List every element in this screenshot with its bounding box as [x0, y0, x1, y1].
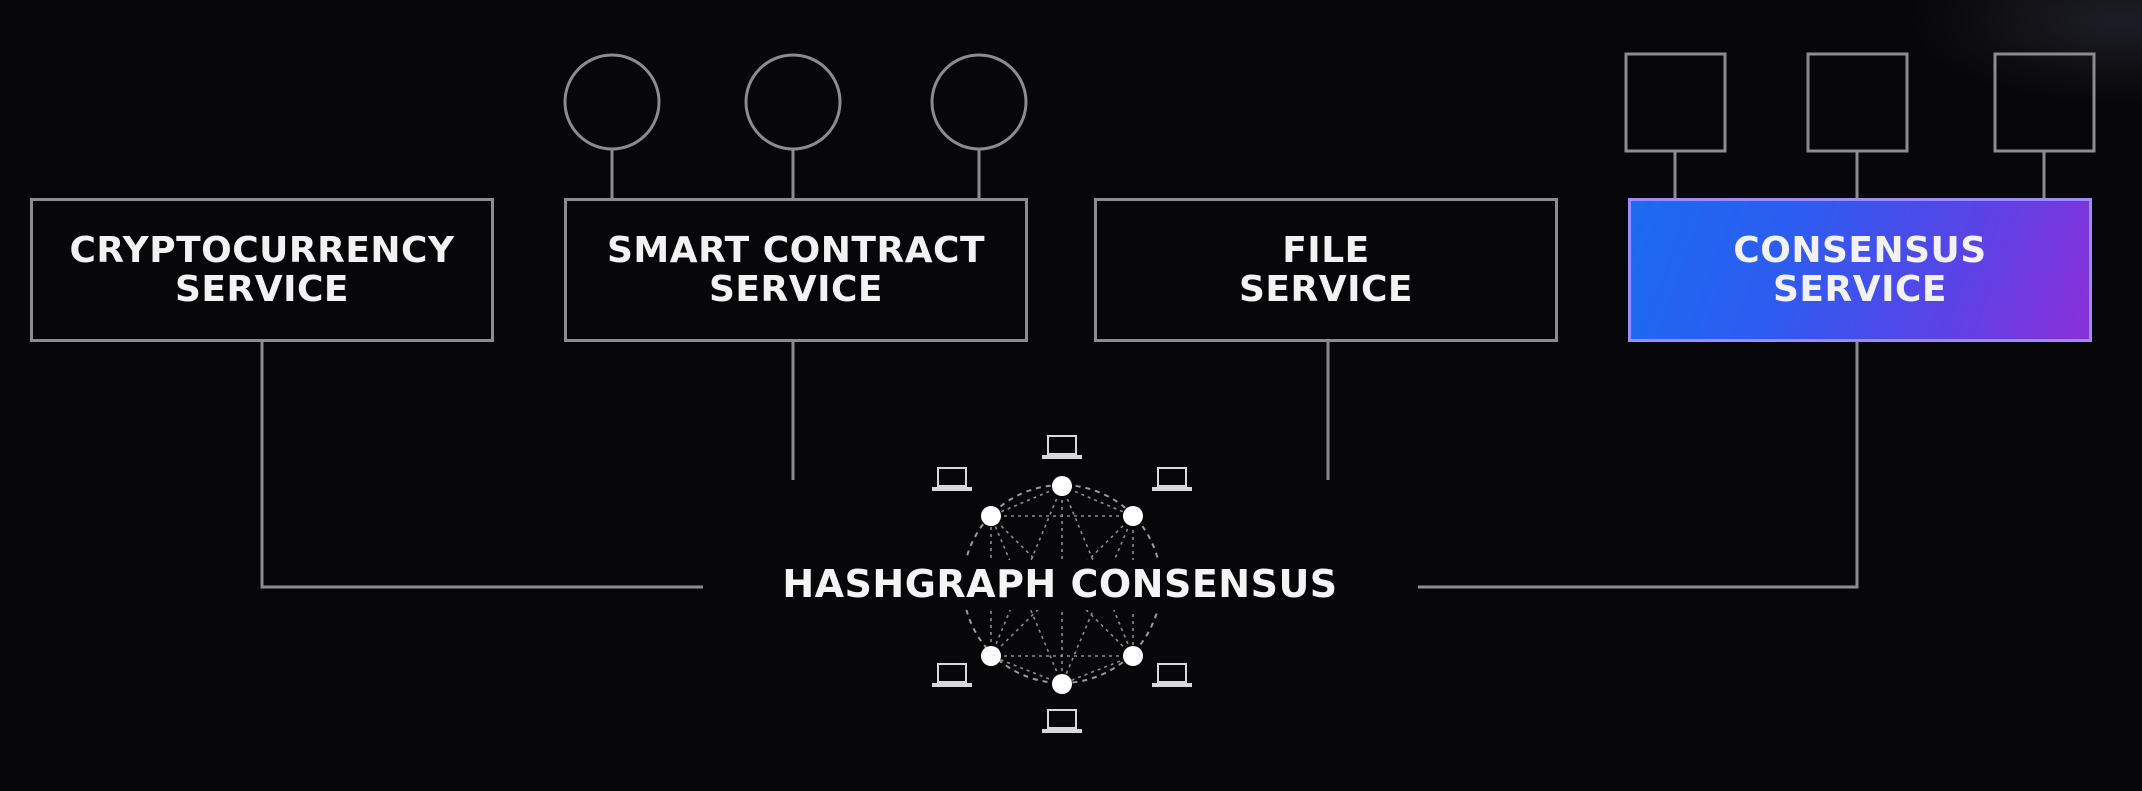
- laptop-icon: [932, 663, 972, 687]
- smart-contract-circle-attachments: [563, 53, 1028, 198]
- square-node: [1806, 52, 1909, 153]
- consensus-service-box: CONSENSUS SERVICE: [1628, 198, 2092, 342]
- smart-contract-service-label: SMART CONTRACT SERVICE: [606, 230, 986, 310]
- network-link: [990, 485, 1063, 517]
- laptop-icon: [1152, 663, 1192, 687]
- network-link: [1061, 655, 1134, 685]
- network-node: [1123, 646, 1143, 666]
- network-node: [981, 506, 1001, 526]
- file-service-label: FILE SERVICE: [1238, 230, 1413, 310]
- connector-consensus: [1418, 342, 1859, 589]
- connector-cryptocurrency: [260, 342, 703, 589]
- consensus-square-attachments: [1624, 52, 2096, 198]
- network-node: [1052, 476, 1072, 496]
- connector-lines: [260, 342, 1859, 589]
- hashgraph-network-icon: [760, 435, 1360, 733]
- laptop-icon: [1152, 467, 1192, 491]
- cryptocurrency-service-box: CRYPTOCURRENCY SERVICE: [30, 198, 494, 342]
- smart-contract-service-box: SMART CONTRACT SERVICE: [564, 198, 1028, 342]
- label-backdrop: [760, 560, 1360, 610]
- hashgraph-consensus-label: HASHGRAPH CONSENSUS: [782, 562, 1338, 606]
- circle-node: [744, 53, 842, 151]
- circle-node: [930, 53, 1028, 151]
- network-link: [1061, 485, 1134, 517]
- laptop-icon: [932, 467, 972, 491]
- network-node: [1052, 674, 1072, 694]
- circle-node: [563, 53, 661, 151]
- square-node: [1624, 52, 1727, 153]
- file-service-box: FILE SERVICE: [1094, 198, 1558, 342]
- network-node: [1123, 506, 1143, 526]
- network-link: [990, 655, 1063, 685]
- cryptocurrency-service-label: CRYPTOCURRENCY SERVICE: [69, 230, 455, 310]
- square-node: [1993, 52, 2096, 153]
- laptop-icon: [1042, 709, 1082, 733]
- network-node: [981, 646, 1001, 666]
- laptop-icon: [1042, 435, 1082, 459]
- consensus-service-label: CONSENSUS SERVICE: [1733, 230, 1987, 310]
